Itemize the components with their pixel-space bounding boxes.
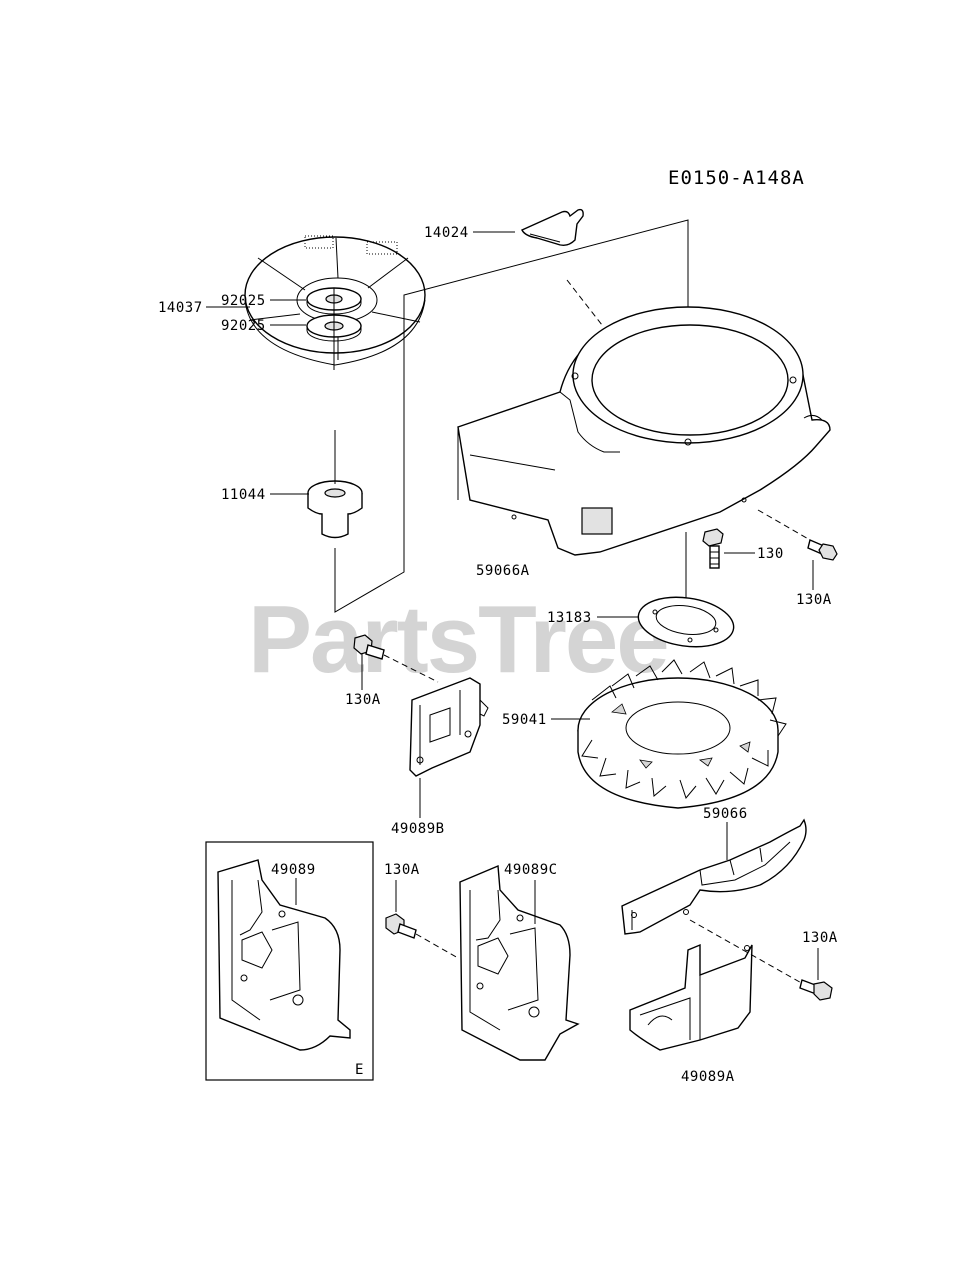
bracket-49089B[interactable] bbox=[409, 677, 489, 777]
label-49089C: 49089C bbox=[504, 862, 558, 878]
bolt-130A-left[interactable] bbox=[353, 634, 385, 660]
label-13183: 13183 bbox=[547, 610, 592, 626]
label-130A-middle: 130A bbox=[384, 862, 420, 878]
bolt-130[interactable] bbox=[702, 528, 724, 569]
flywheel-fan-59041[interactable] bbox=[577, 659, 787, 809]
label-49089A: 49089A bbox=[681, 1069, 735, 1085]
blower-housing-59066A[interactable] bbox=[457, 306, 831, 556]
label-14037: 14037 bbox=[158, 300, 203, 316]
plate-13183[interactable] bbox=[635, 592, 737, 653]
label-59041: 59041 bbox=[502, 712, 547, 728]
watermark: PartsTree bbox=[248, 586, 668, 693]
label-130A-right: 130A bbox=[796, 592, 832, 608]
hub-11044[interactable] bbox=[307, 430, 363, 539]
bolt-130A-right[interactable] bbox=[807, 539, 838, 561]
cover-49089C[interactable] bbox=[459, 864, 580, 1061]
bolt-130A-middle[interactable] bbox=[385, 913, 417, 939]
label-92025-lower: 92025 bbox=[221, 318, 266, 334]
cover-49089[interactable] bbox=[217, 859, 351, 1051]
diagram-reference: E0150-A148A bbox=[668, 167, 805, 189]
bolt-130A-low[interactable] bbox=[799, 979, 833, 1001]
clip-14024[interactable] bbox=[521, 208, 584, 247]
label-59066: 59066 bbox=[703, 806, 748, 822]
cover-49089A[interactable] bbox=[629, 943, 753, 1051]
label-59066A: 59066A bbox=[476, 563, 530, 579]
inset-box bbox=[205, 841, 374, 1081]
label-130: 130 bbox=[757, 546, 784, 562]
label-92025-upper: 92025 bbox=[221, 293, 266, 309]
label-130A-left: 130A bbox=[345, 692, 381, 708]
baffle-59066[interactable] bbox=[621, 818, 807, 935]
inset-letter: E bbox=[355, 1062, 364, 1078]
label-49089B: 49089B bbox=[391, 821, 445, 837]
label-49089: 49089 bbox=[271, 862, 316, 878]
label-130A-low: 130A bbox=[802, 930, 838, 946]
label-14024: 14024 bbox=[424, 225, 469, 241]
label-11044: 11044 bbox=[221, 487, 266, 503]
